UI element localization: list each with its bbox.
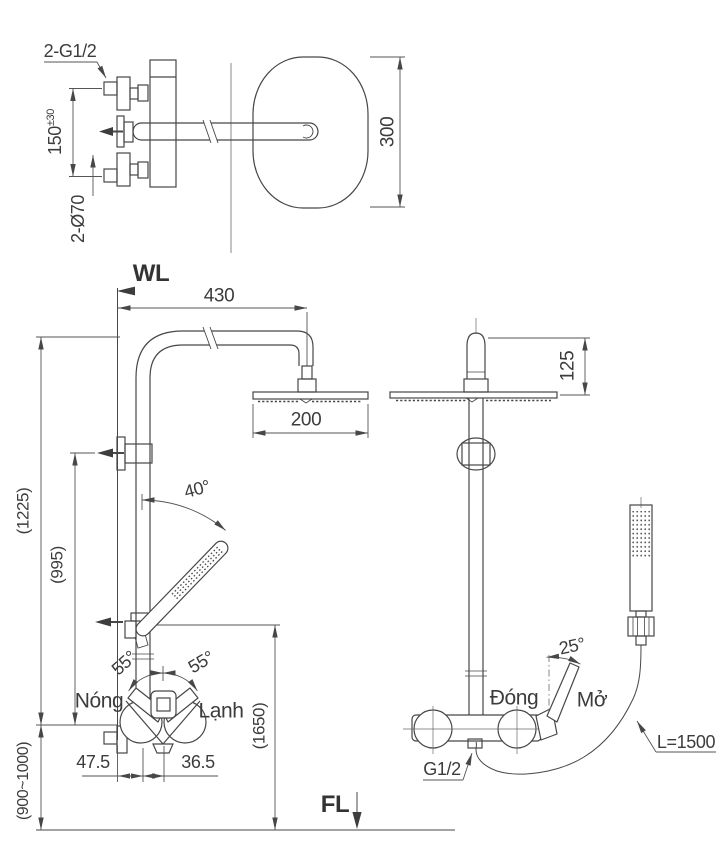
dim-bracket-height: (995) (47, 546, 67, 584)
label-escutcheon: 2-Ø70 (68, 194, 88, 244)
dimension-300 (370, 56, 405, 208)
mixer-front (103, 687, 207, 754)
dimension-125 (488, 337, 590, 396)
dimension-47-36 (82, 745, 218, 782)
shower-arm-plan (132, 119, 319, 144)
label-hot: Nóng (74, 689, 124, 713)
top-view-plan (44, 56, 405, 253)
wall-line-arrow (117, 286, 135, 296)
dim-head-width: 200 (290, 409, 322, 431)
inlet-valve-top-plan (103, 76, 149, 111)
wall-bracket-side (456, 437, 496, 471)
dim-inlet-spacing-tol: ±30 (45, 109, 57, 127)
riser-pipe-front (132, 326, 314, 706)
dim-head-drop: 125 (557, 350, 579, 382)
dimension-995 (70, 452, 95, 725)
dim-wall-to-pipe: 47.5 (76, 752, 110, 772)
label-cold: Lạnh (198, 699, 244, 723)
front-view (36, 286, 455, 831)
angle-55-arcs (128, 666, 198, 692)
side-view (389, 318, 716, 781)
overhead-shower-side (389, 318, 558, 403)
dim-holder-height: (1650) (249, 702, 269, 750)
label-wall-line: WL (132, 260, 170, 287)
dimension-1225 (36, 336, 120, 725)
overhead-shower-plan (252, 56, 369, 209)
dimension-1650 (150, 624, 280, 830)
leader-2-g12 (44, 61, 107, 79)
angle-40-arc (141, 494, 226, 531)
mount-arrow-plan (99, 127, 123, 136)
floor-line-arrow (352, 792, 362, 829)
dim-pipe-to-handle: 36.5 (181, 752, 215, 772)
label-hose-length: L=1500 (656, 732, 716, 752)
dim-arm-reach: 430 (203, 285, 235, 307)
label-close: Đóng (489, 686, 539, 710)
dim-riser-height: (1225) (13, 487, 33, 535)
shower-hose (475, 644, 642, 775)
slide-bracket-front (97, 436, 153, 471)
leader-hose-length (636, 720, 716, 753)
dim-head-depth: 300 (377, 116, 399, 148)
mixer-side (403, 706, 549, 754)
inlet-valve-bottom-plan (103, 152, 149, 187)
dim-inlet-spacing: 150±30 (45, 109, 65, 155)
label-outlet-thread: G1/2 (423, 759, 461, 779)
hand-shower-side (627, 497, 655, 646)
hand-shower-front (135, 540, 229, 637)
label-inlet-thread: 2-G1/2 (43, 41, 97, 61)
dimension-200 (252, 404, 369, 438)
angle-open: 25° (557, 633, 587, 659)
label-open: Mở (576, 688, 608, 712)
overhead-shower-front (252, 365, 369, 404)
label-floor-line: FL (320, 791, 350, 818)
leader-outlet-thread (423, 752, 473, 781)
mixer-handle-side (535, 653, 581, 741)
dimension-430 (118, 305, 308, 366)
dimension-150 (69, 88, 102, 177)
dim-mixer-height: (900~1000) (15, 741, 32, 821)
dim-inlet-spacing-value: 150 (45, 126, 65, 155)
